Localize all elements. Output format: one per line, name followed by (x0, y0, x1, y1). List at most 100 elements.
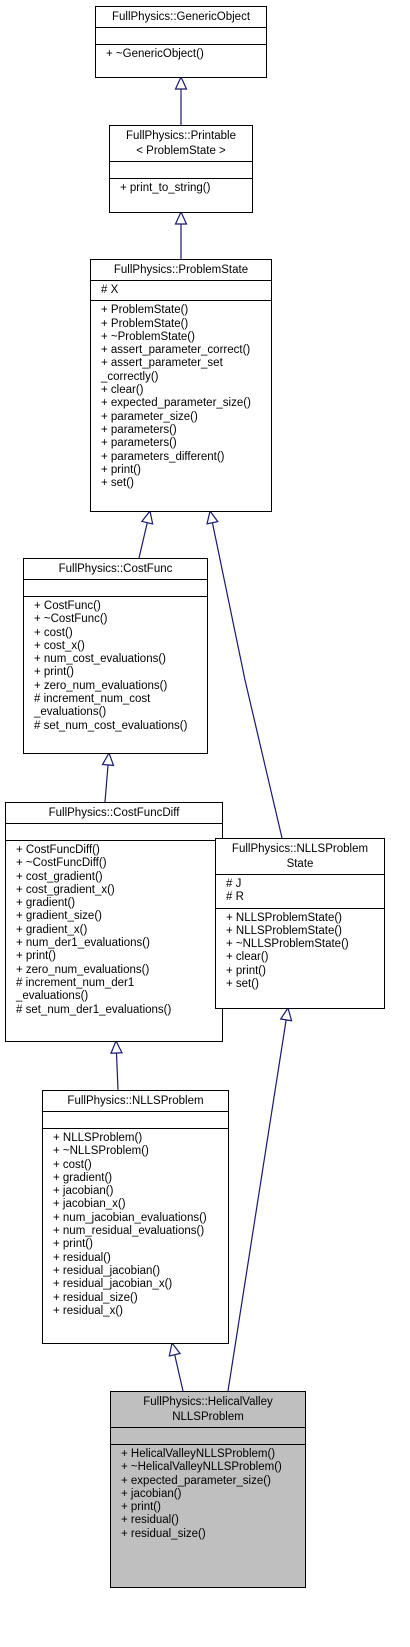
class-method: + parameter_size() (101, 410, 198, 423)
class-method: + num_der1_evaluations() (16, 937, 150, 950)
class-title: FullPhysics::Printable< ProblemState > (110, 126, 252, 162)
inheritance-arrowhead (174, 210, 188, 225)
class-method: # increment_num_der1 (16, 976, 135, 989)
class-methods: + ProblemState()+ ProblemState()+ ~Probl… (91, 301, 271, 493)
class-method: _evaluations() (16, 990, 89, 1003)
class-method: + ~ProblemState() (101, 330, 195, 343)
class-attributes: # J# R (216, 875, 384, 909)
class-method: + cost_gradient_x() (16, 883, 115, 896)
class-method: + cost_x() (34, 639, 85, 652)
class-title-line: < ProblemState > (136, 145, 226, 157)
class-method: + jacobian_x() (53, 1198, 126, 1211)
class-title: FullPhysics::CostFuncDiff (6, 803, 222, 824)
inheritance-arrowhead (168, 1341, 182, 1357)
class-method: _evaluations() (34, 706, 107, 719)
class-methods: + HelicalValleyNLLSProblem()+ ~HelicalVa… (111, 1445, 305, 1544)
class-method: + cost() (34, 626, 73, 639)
class-attributes (6, 824, 222, 841)
class-method: + CostFunc() (34, 600, 101, 612)
class-title-line: NLLSProblem (172, 1411, 244, 1423)
class-attributes (111, 1428, 305, 1445)
class-method: + assert_parameter_correct() (101, 344, 251, 357)
class-attributes (43, 1112, 228, 1129)
class-title-line: FullPhysics::HelicalValley (143, 1396, 273, 1408)
class-method: + ~NLLSProblemState() (226, 938, 349, 951)
class-box-cost-func[interactable]: FullPhysics::CostFunc+ CostFunc()+ ~Cost… (23, 558, 208, 754)
class-method: + gradient_x() (16, 923, 88, 936)
inheritance-arrowhead (101, 751, 115, 767)
class-method: + set() (101, 477, 134, 490)
class-title-line: State (286, 858, 314, 870)
class-method: + num_residual_evaluations() (53, 1225, 205, 1238)
class-method: + residual_size() (121, 1527, 206, 1540)
class-method: + parameters() (101, 437, 177, 450)
class-title-line: FullPhysics::CostFuncDiff (48, 807, 180, 819)
class-method: + num_jacobian_evaluations() (53, 1211, 207, 1224)
class-method: + num_cost_evaluations() (34, 653, 167, 666)
class-method: + print() (34, 666, 74, 679)
class-method: + print() (101, 463, 141, 476)
class-title-line: FullPhysics::ProblemState (113, 264, 249, 276)
class-attributes (24, 580, 207, 597)
class-method: + clear() (101, 384, 144, 397)
class-method: + print() (53, 1238, 93, 1251)
class-box-printable[interactable]: FullPhysics::Printable< ProblemState >+ … (109, 125, 253, 213)
class-attribute: # X (101, 284, 119, 296)
class-method: _correctly() (101, 370, 159, 383)
class-title: FullPhysics::GenericObject (96, 7, 266, 28)
class-attribute: # J (226, 878, 242, 890)
class-method: + zero_num_evaluations() (16, 963, 150, 976)
class-method: + parameters_different() (101, 450, 225, 463)
class-title-line: FullPhysics::NLLSProblem (67, 1095, 204, 1107)
class-method: + ~HelicalValleyNLLSProblem() (121, 1461, 282, 1474)
class-attributes: # X (91, 281, 271, 302)
class-method: + CostFuncDiff() (16, 844, 100, 856)
class-method: # set_num_cost_evaluations() (34, 719, 188, 732)
class-method: + ProblemState() (101, 304, 189, 317)
class-method: + jacobian() (121, 1487, 182, 1500)
class-box-problem-state[interactable]: FullPhysics::ProblemState# X+ ProblemSta… (90, 259, 272, 512)
class-method: + ProblemState() (101, 317, 189, 330)
class-method: # increment_num_cost (34, 693, 151, 706)
inheritance-line (227, 1007, 289, 1392)
class-method: + ~CostFuncDiff() (16, 857, 107, 870)
class-box-generic-object[interactable]: FullPhysics::GenericObject+ ~GenericObje… (95, 6, 267, 78)
class-method: + cost_gradient() (16, 870, 103, 883)
class-method: + set() (226, 978, 259, 991)
class-box-cost-func-diff[interactable]: FullPhysics::CostFuncDiff+ CostFuncDiff(… (5, 802, 223, 1042)
class-title-line: FullPhysics::GenericObject (111, 11, 251, 23)
inheritance-arrowhead (110, 1039, 123, 1054)
class-title-line: FullPhysics::NLLSProblem (231, 843, 369, 855)
class-method: + print() (226, 964, 266, 977)
class-method: + print() (16, 950, 56, 963)
class-box-nlls-problem[interactable]: FullPhysics::NLLSProblem+ NLLSProblem()+… (42, 1090, 229, 1344)
inheritance-arrowhead (174, 75, 188, 90)
class-method: + residual() (53, 1251, 111, 1264)
class-method: + residual_x() (53, 1304, 123, 1317)
class-method: + expected_parameter_size() (101, 397, 251, 410)
class-method: + residual_size() (53, 1291, 138, 1304)
class-method: + gradient() (53, 1171, 113, 1184)
class-methods: + NLLSProblemState()+ NLLSProblemState()… (216, 909, 384, 995)
class-title-line: FullPhysics::Printable (126, 130, 236, 142)
class-methods: + print_to_string() (110, 179, 252, 198)
class-methods: + CostFunc()+ ~CostFunc()+ cost()+ cost_… (24, 597, 207, 736)
inheritance-arrowhead (206, 509, 219, 525)
class-method: + assert_parameter_set (101, 357, 223, 370)
class-method: + zero_num_evaluations() (34, 679, 168, 692)
class-method: + residual_jacobian() (53, 1264, 161, 1277)
class-method: # set_num_der1_evaluations() (16, 1003, 172, 1016)
class-method: + NLLSProblemState() (226, 911, 343, 924)
inheritance-line (209, 510, 283, 839)
class-title: FullPhysics::ProblemState (91, 260, 271, 281)
class-method: + ~GenericObject() (106, 48, 204, 60)
class-method: + print_to_string() (120, 182, 211, 194)
class-method: + print() (121, 1501, 161, 1514)
class-methods: + ~GenericObject() (96, 45, 266, 64)
class-method: + clear() (226, 951, 269, 964)
class-method: + expected_parameter_size() (121, 1474, 271, 1487)
inheritance-arrowhead (140, 509, 154, 525)
